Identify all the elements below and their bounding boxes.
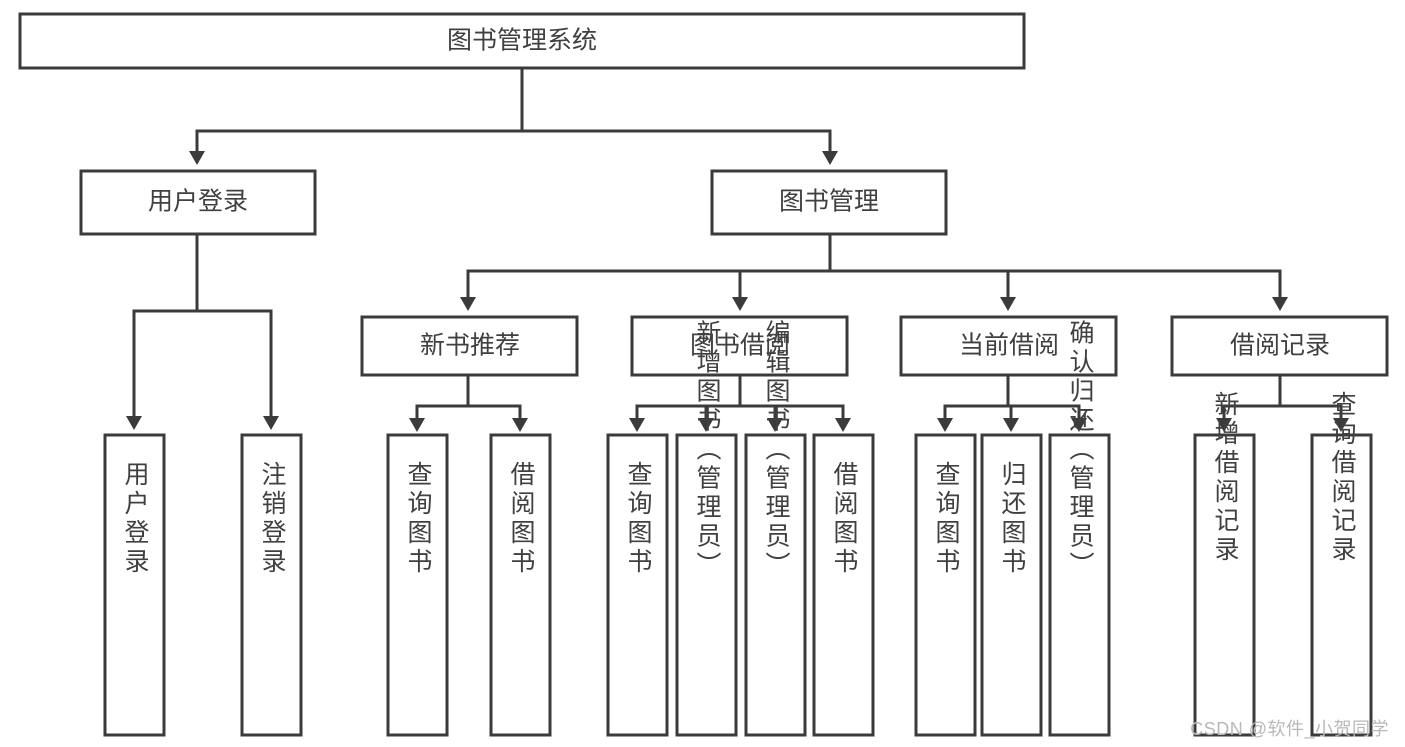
leaf-user-login-2[interactable]: 注销登录	[240, 433, 303, 737]
leaf-book-borrow-3-box[interactable]	[744, 433, 807, 737]
leaf-borrow-record-1-label: 新增借阅记录	[1211, 391, 1240, 565]
leaf-current-borrow-1-label: 查询图书	[932, 461, 961, 577]
node-book-management[interactable]: 图书管理	[710, 169, 948, 236]
node-root-label: 图书管理系统	[447, 27, 597, 55]
leaf-borrow-record-1[interactable]: 新增借阅记录	[1193, 391, 1256, 737]
node-new-book-recommend-box[interactable]	[360, 315, 579, 377]
connector-group-book-mgmt	[460, 232, 1288, 311]
leaf-new-book-2[interactable]: 借阅图书	[489, 433, 552, 737]
leaf-book-borrow-2-label: 新增图书（管理员）	[693, 320, 722, 581]
leaf-current-borrow-1-box[interactable]	[914, 433, 977, 737]
leaf-book-borrow-3[interactable]: 编辑图书（管理员）	[744, 320, 807, 737]
node-book-management-box[interactable]	[710, 169, 948, 236]
node-book-borrow-box[interactable]	[630, 315, 849, 377]
leaf-current-borrow-2[interactable]: 归还图书	[980, 433, 1043, 737]
leaf-current-borrow-1[interactable]: 查询图书	[914, 433, 977, 737]
leaf-current-borrow-3[interactable]: 确认归还（管理员）	[1048, 320, 1111, 737]
node-current-borrow-box[interactable]	[899, 315, 1118, 377]
leaf-current-borrow-2-box[interactable]	[980, 433, 1043, 737]
node-book-management-label: 图书管理	[779, 188, 879, 216]
leaf-new-book-1-box[interactable]	[386, 433, 449, 737]
node-root[interactable]: 图书管理系统	[18, 12, 1026, 70]
leaf-user-login-1-box[interactable]	[103, 433, 166, 737]
leaf-current-borrow-2-label: 归还图书	[998, 461, 1027, 577]
leaf-new-book-2-label: 借阅图书	[507, 461, 536, 577]
leaf-new-book-2-box[interactable]	[489, 433, 552, 737]
node-current-borrow-label: 当前借阅	[959, 332, 1059, 360]
node-current-borrow[interactable]: 当前借阅	[899, 315, 1118, 377]
leaf-borrow-record-2[interactable]: 查询借阅记录	[1310, 391, 1373, 737]
leaf-current-borrow-3-box[interactable]	[1048, 433, 1111, 737]
connector-group-user-login	[126, 232, 279, 430]
leaf-book-borrow-4[interactable]: 借阅图书	[812, 433, 875, 737]
connector-group-newbook	[409, 374, 528, 432]
leaf-user-login-1-label: 用户登录	[121, 461, 150, 577]
node-new-book-recommend-label: 新书推荐	[420, 332, 520, 360]
connector-group-bookborrow	[629, 374, 851, 432]
leaf-new-book-1-label: 查询图书	[404, 461, 433, 577]
leaf-book-borrow-4-box[interactable]	[812, 433, 875, 737]
leaf-book-borrow-2-box[interactable]	[675, 433, 738, 737]
node-user-login[interactable]: 用户登录	[79, 169, 317, 236]
leaf-book-borrow-1[interactable]: 查询图书	[606, 433, 669, 737]
node-borrow-record[interactable]: 借阅记录	[1170, 315, 1389, 377]
leaf-new-book-1[interactable]: 查询图书	[386, 433, 449, 737]
leaf-borrow-record-2-box[interactable]	[1310, 433, 1373, 737]
node-borrow-record-box[interactable]	[1170, 315, 1389, 377]
leaf-book-borrow-1-label: 查询图书	[624, 461, 653, 577]
leaf-book-borrow-2[interactable]: 新增图书（管理员）	[675, 320, 738, 737]
leaf-user-login-2-box[interactable]	[240, 433, 303, 737]
leaf-book-borrow-3-label: 编辑图书（管理员）	[762, 320, 791, 581]
leaf-borrow-record-1-box[interactable]	[1193, 433, 1256, 737]
leaf-current-borrow-3-label: 确认归还（管理员）	[1066, 320, 1095, 581]
node-book-borrow-label: 图书借阅	[690, 332, 790, 360]
leaf-user-login-1[interactable]: 用户登录	[103, 433, 166, 737]
leaf-borrow-record-2-label: 查询借阅记录	[1328, 391, 1357, 565]
connector-group-borrowrecord	[1216, 374, 1349, 432]
node-borrow-record-label: 借阅记录	[1230, 332, 1330, 360]
connector-group-currentborrow	[937, 374, 1087, 432]
leaf-book-borrow-1-box[interactable]	[606, 433, 669, 737]
csdn-watermark: CSDN @软件_小贺同学	[1190, 719, 1389, 739]
node-book-borrow[interactable]: 图书借阅	[630, 315, 849, 377]
node-new-book-recommend[interactable]: 新书推荐	[360, 315, 579, 377]
node-root-box[interactable]	[18, 12, 1026, 70]
leaf-book-borrow-4-label: 借阅图书	[830, 461, 859, 577]
connector-group-root	[189, 66, 838, 165]
node-user-login-box[interactable]	[79, 169, 317, 236]
node-user-login-label: 用户登录	[148, 188, 248, 216]
leaf-user-login-2-label: 注销登录	[258, 461, 287, 577]
